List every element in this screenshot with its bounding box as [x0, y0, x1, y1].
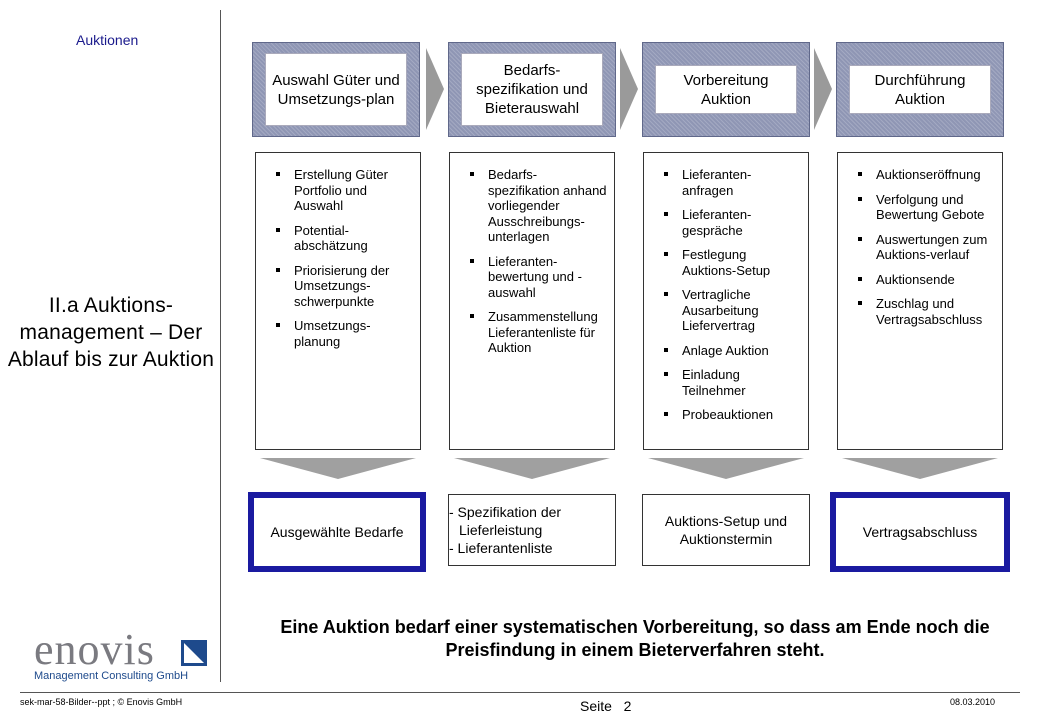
result-line: - Lieferantenliste [449, 540, 553, 556]
process-arrow-icon [814, 48, 832, 130]
stage-content-1: Erstellung Güter Portfolio und Auswahl P… [255, 152, 421, 450]
stage-content-4: Auktionseröffnung Verfolgung und Bewertu… [837, 152, 1003, 450]
process-arrow-icon [426, 48, 444, 130]
down-arrow-icon [648, 458, 804, 479]
logo-mark-icon [181, 640, 207, 666]
list-item: Vertragliche Ausarbeitung Liefervertrag [654, 287, 802, 334]
list-item: Erstellung Güter Portfolio und Auswahl [266, 167, 414, 214]
page-number: Seite 2 [580, 698, 632, 714]
list-item: Lieferanten-gespräche [654, 207, 802, 238]
stage-content-3: Lieferanten-anfragen Lieferanten-gespräc… [643, 152, 809, 450]
list-item: Auktionsende [848, 272, 996, 288]
logo-subtitle: Management Consulting GmbH [34, 670, 189, 682]
list-item: Probeauktionen [654, 407, 802, 423]
list-item: Umsetzungs-planung [266, 318, 414, 349]
list-item: Auswertungen zum Auktions-verlauf [848, 232, 996, 263]
list-item: Zusammenstellung Lieferantenliste für Au… [460, 309, 608, 356]
footer-source: sek-mar-58-Bilder--ppt ; © Enovis GmbH [20, 697, 183, 707]
down-arrow-icon [454, 458, 610, 479]
down-arrow-icon [842, 458, 998, 479]
stage-header-2: Bedarfs-spezifikation und Bieterauswahl [448, 42, 616, 137]
company-logo: enovis Management Consulting GmbH [34, 628, 214, 684]
down-arrow-icon [260, 458, 416, 479]
stage-title-4: Durchführung Auktion [849, 65, 991, 114]
result-text-4: Vertragsabschluss [862, 524, 978, 540]
stage-result-3: Auktions-Setup und Auktionstermin [642, 494, 810, 566]
list-item: Bedarfs-spezifikation anhand vorliegende… [460, 167, 608, 245]
footer-divider [20, 692, 1020, 693]
stage-header-4: Durchführung Auktion [836, 42, 1004, 137]
stage-title-1: Auswahl Güter und Umsetzungs-plan [265, 53, 407, 126]
stage-content-2: Bedarfs-spezifikation anhand vorliegende… [449, 152, 615, 450]
section-label: Auktionen [76, 32, 139, 48]
vertical-divider [220, 10, 221, 682]
stage-result-4: Vertragsabschluss [830, 492, 1010, 572]
process-arrow-icon [620, 48, 638, 130]
list-item: Einladung Teilnehmer [654, 367, 802, 398]
list-item: Verfolgung und Bewertung Gebote [848, 192, 996, 223]
list-item: Festlegung Auktions-Setup [654, 247, 802, 278]
stage-header-3: Vorbereitung Auktion [642, 42, 810, 137]
footer-date: 08.03.2010 [950, 697, 996, 707]
list-item: Auktionseröffnung [848, 167, 996, 183]
list-item: Priorisierung der Umsetzungs-schwerpunkt… [266, 263, 414, 310]
result-text-3: Auktions-Setup und Auktionstermin [664, 513, 788, 547]
list-item: Lieferanten-bewertung und -auswahl [460, 254, 608, 301]
list-item: Zuschlag und Vertragsabschluss [848, 296, 996, 327]
stage-title-2: Bedarfs-spezifikation und Bieterauswahl [461, 53, 603, 126]
stage-title-3: Vorbereitung Auktion [655, 65, 797, 114]
list-item: Anlage Auktion [654, 343, 802, 359]
slide-title: II.a Auktions-management – Der Ablauf bi… [7, 294, 215, 371]
list-item: Lieferanten-anfragen [654, 167, 802, 198]
list-item: Potential-abschätzung [266, 223, 414, 254]
result-text-1: Ausgewählte Bedarfe [270, 524, 404, 540]
stage-result-2: - Spezifikation der Lieferleistung - Lie… [448, 494, 616, 566]
result-line: - Spezifikation der Lieferleistung [449, 504, 562, 538]
stage-header-1: Auswahl Güter und Umsetzungs-plan [252, 42, 420, 137]
conclusion-statement: Eine Auktion bedarf einer systematischen… [280, 617, 990, 660]
logo-wordmark: enovis [34, 625, 155, 674]
stage-result-1: Ausgewählte Bedarfe [248, 492, 426, 572]
